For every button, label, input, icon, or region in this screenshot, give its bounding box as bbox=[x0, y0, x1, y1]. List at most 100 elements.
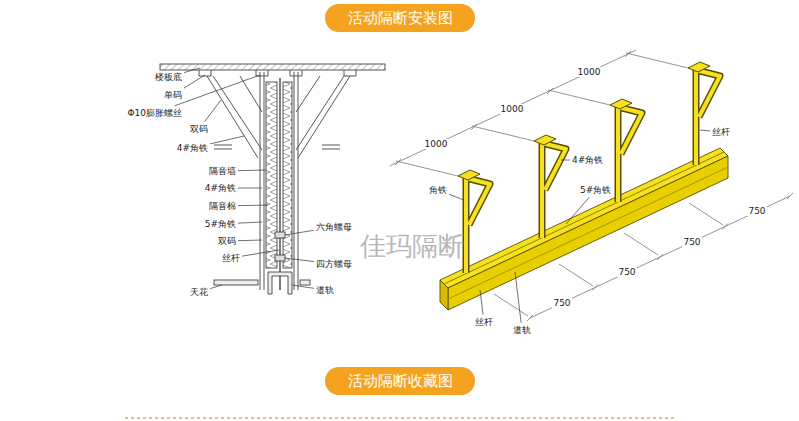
part-label: 5#角铁 bbox=[580, 185, 611, 195]
dimension-label: 750 bbox=[552, 298, 571, 308]
dimension-lines bbox=[390, 50, 793, 321]
section-drawing-part bbox=[213, 76, 262, 150]
part-label: 单码 bbox=[164, 90, 182, 100]
section-drawing-part bbox=[275, 255, 285, 261]
hangers-part bbox=[466, 178, 490, 273]
part-label: 道轨 bbox=[316, 285, 334, 295]
hangers-part bbox=[534, 135, 556, 145]
part-label: 5#角铁 bbox=[205, 219, 236, 229]
dimension-label: 750 bbox=[682, 237, 701, 247]
leader-line bbox=[238, 205, 268, 207]
part-label: 双码 bbox=[190, 124, 208, 134]
section-drawing-part bbox=[260, 72, 261, 290]
leader-line bbox=[285, 230, 314, 235]
hangers-part bbox=[696, 70, 720, 165]
section-drawing-part bbox=[298, 76, 350, 158]
section-drawing-part bbox=[214, 280, 258, 285]
section-drawing-part bbox=[296, 76, 344, 150]
section-drawing-part bbox=[214, 145, 340, 149]
hangers-part bbox=[466, 178, 490, 273]
section-drawing-part bbox=[264, 72, 265, 290]
dimension-label: 1000 bbox=[424, 139, 449, 149]
dimension-label: 750 bbox=[617, 267, 636, 277]
dimension-label: 1000 bbox=[500, 104, 525, 114]
section-drawing-part bbox=[160, 64, 385, 70]
section-drawing-part bbox=[199, 70, 356, 76]
banner-text: 活动隔断收藏图 bbox=[348, 372, 453, 391]
leader-line bbox=[449, 194, 464, 200]
leader-line bbox=[242, 250, 279, 256]
hangers bbox=[458, 62, 720, 273]
part-label: Φ10膨胀螺丝 bbox=[127, 108, 182, 118]
part-label: 丝杆 bbox=[222, 253, 240, 263]
section-drawing-part bbox=[275, 232, 285, 238]
leader-line bbox=[238, 170, 266, 172]
rail-beam-part bbox=[440, 280, 448, 310]
part-label: 4#角铁 bbox=[205, 183, 236, 193]
hangers-part bbox=[542, 143, 566, 238]
dimension-lines-part bbox=[390, 50, 636, 166]
part-label: 丝杆 bbox=[475, 317, 493, 327]
part-label: 隔音墙 bbox=[209, 166, 236, 176]
title-banner: 活动隔断收藏图 bbox=[325, 367, 475, 395]
hangers-part bbox=[458, 170, 480, 180]
leader-line bbox=[184, 75, 205, 88]
dimension-label: 1000 bbox=[577, 67, 602, 77]
leader-line bbox=[175, 75, 260, 106]
hangers-part bbox=[618, 107, 642, 202]
part-label: 六角螺母 bbox=[316, 222, 352, 232]
leader-line bbox=[566, 197, 589, 224]
rail-beam-part bbox=[444, 152, 724, 284]
leader-line bbox=[561, 160, 570, 161]
leader-line bbox=[238, 240, 262, 242]
section-drawing-part bbox=[300, 280, 310, 285]
section-drawing-part bbox=[294, 72, 295, 290]
watermark: 佳玛隔断 bbox=[360, 232, 464, 262]
leader-line bbox=[480, 290, 483, 315]
section-drawing bbox=[160, 64, 385, 294]
hangers-part bbox=[688, 62, 710, 72]
banner-text: 活动隔断安装图 bbox=[348, 9, 453, 28]
leader-line bbox=[292, 285, 314, 288]
leader-line bbox=[210, 136, 244, 144]
divider-line bbox=[125, 417, 675, 419]
rail-beam bbox=[440, 148, 728, 310]
rail-beam-part bbox=[448, 156, 728, 310]
part-label: 道轨 bbox=[513, 325, 531, 335]
hangers-part bbox=[610, 99, 632, 109]
section-drawing-part bbox=[283, 82, 292, 268]
leader-line bbox=[515, 272, 521, 323]
hangers-part bbox=[542, 143, 566, 238]
dimension-lines-part bbox=[395, 51, 631, 165]
section-drawing-part bbox=[268, 272, 292, 294]
dimension-label: 750 bbox=[747, 206, 766, 216]
part-label: 双码 bbox=[218, 236, 236, 246]
leader-line bbox=[700, 130, 710, 132]
hangers-part bbox=[618, 107, 642, 202]
leader-line bbox=[204, 100, 221, 122]
leader-line bbox=[285, 258, 314, 262]
part-label: 天花 bbox=[190, 287, 208, 297]
part-label: 四方螺母 bbox=[316, 259, 352, 269]
part-label: 4#角铁 bbox=[572, 155, 603, 165]
leader-line bbox=[184, 68, 200, 73]
section-drawing-part bbox=[298, 72, 299, 290]
part-label: 隔音棉 bbox=[209, 201, 236, 211]
part-label: 4#角铁 bbox=[177, 143, 208, 153]
part-label: 楼板底 bbox=[155, 72, 182, 82]
part-label: 角铁 bbox=[429, 185, 447, 195]
leader-line bbox=[238, 188, 262, 189]
rail-beam-part bbox=[448, 167, 728, 299]
dimension-lines-part bbox=[527, 193, 793, 321]
hangers-part bbox=[696, 70, 720, 165]
leader-line bbox=[238, 222, 262, 223]
section-drawing-part bbox=[266, 82, 277, 268]
section-drawing-part bbox=[207, 76, 258, 158]
title-banner: 活动隔断安装图 bbox=[325, 4, 475, 32]
leader-line bbox=[210, 285, 222, 289]
section-drawing-part bbox=[296, 76, 320, 112]
